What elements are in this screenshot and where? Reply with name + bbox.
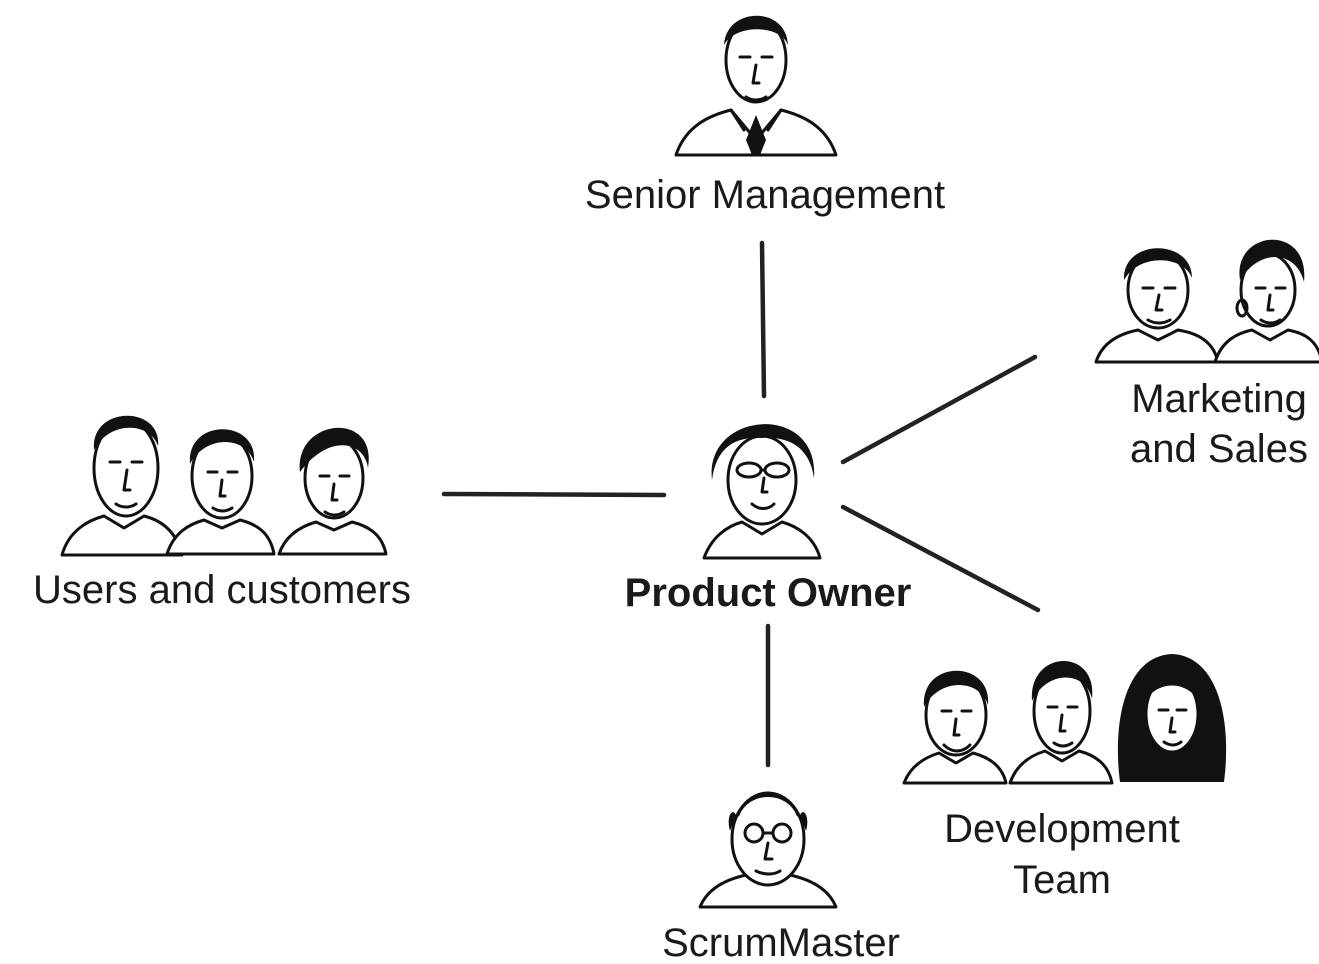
marketing-person-icon xyxy=(1094,248,1220,364)
users-customers-people-icon xyxy=(60,415,388,557)
marketing-sales-label-line2: and Sales xyxy=(1130,427,1308,471)
edge-users-customers xyxy=(441,491,667,498)
edge-marketing-sales xyxy=(840,354,1038,465)
senior-management-person-icon xyxy=(674,15,838,157)
edge-development-team xyxy=(840,504,1041,613)
senior-management-label: Senior Management xyxy=(585,173,945,217)
scrum-master-label: ScrumMaster xyxy=(662,921,900,964)
connectors xyxy=(441,240,1041,768)
development-team-label-line1: Development xyxy=(944,807,1180,851)
scrum-master-person-icon xyxy=(698,791,838,909)
development-team-people-icon xyxy=(902,654,1227,785)
developer-3-person-icon xyxy=(1117,654,1227,782)
customer-person-2-icon xyxy=(277,427,388,556)
user-person-icon xyxy=(60,415,184,557)
marketing-sales-people-icon xyxy=(1094,239,1319,364)
marketing-sales-label-line1: Marketing xyxy=(1131,377,1307,421)
users-customers-label: Users and customers xyxy=(33,568,411,612)
developer-1-person-icon xyxy=(902,670,1008,785)
product-owner-person-icon xyxy=(702,424,822,560)
development-team-label-line2: Team xyxy=(1013,858,1111,902)
edge-senior-management xyxy=(759,240,767,399)
product-owner-label: Product Owner xyxy=(625,571,912,615)
developer-2-person-icon xyxy=(1008,660,1114,785)
sales-person-icon xyxy=(1213,239,1319,364)
customer-person-icon xyxy=(165,429,276,556)
